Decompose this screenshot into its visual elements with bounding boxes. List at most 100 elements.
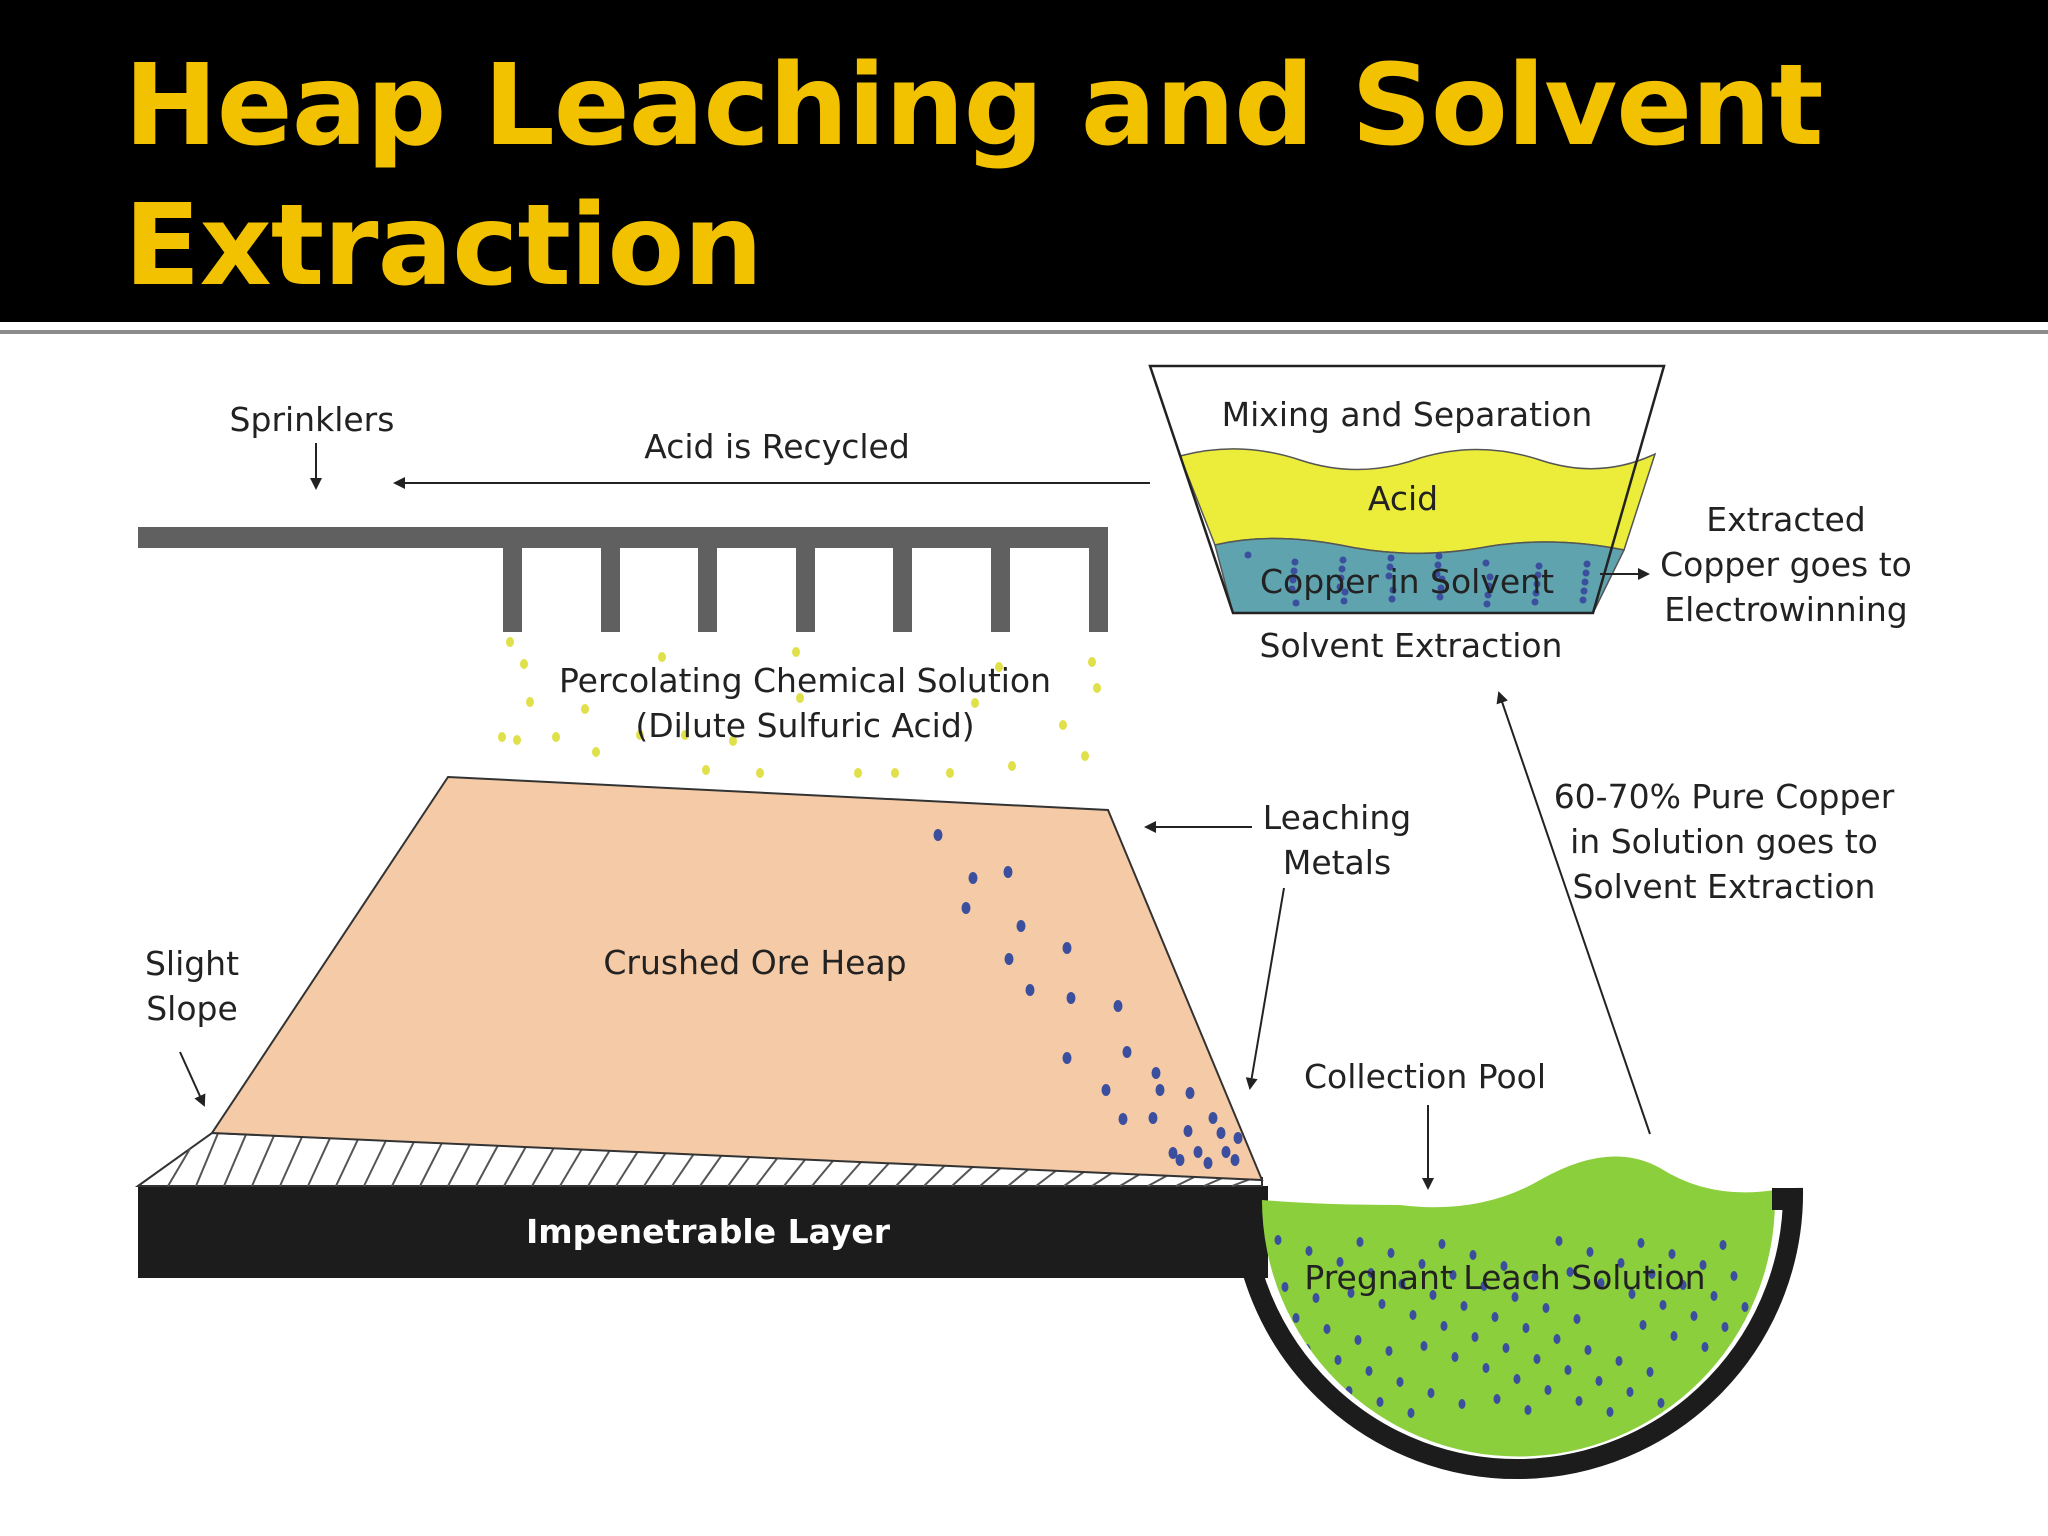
copper-particle [1659, 1300, 1667, 1310]
copper-particle [1337, 574, 1345, 582]
acid-droplet [498, 732, 506, 742]
sprinkler-nozzles [503, 548, 1108, 632]
slope-hatch-line [1035, 1168, 1059, 1187]
slide-title: Heap Leaching and Solvent Extraction [124, 41, 1823, 311]
slight-slope-label-line2: Slope [146, 989, 238, 1028]
copper-particle [1531, 598, 1539, 606]
slope-hatch-line [951, 1164, 975, 1187]
acid-droplet [729, 736, 737, 746]
copper-particle [1595, 1376, 1603, 1386]
copper-particle [1281, 1282, 1289, 1292]
slope-hatch-line [223, 1134, 247, 1187]
acid-droplet [506, 637, 514, 647]
copper-particle [1292, 1313, 1300, 1323]
sprinkler-nozzle [991, 548, 1010, 632]
copper-particle [1460, 1301, 1468, 1311]
copper-particle [1339, 556, 1347, 564]
metal-particle [961, 902, 971, 914]
copper-particle [1573, 1314, 1581, 1324]
mixing-separation-label: Mixing and Separation [1222, 395, 1593, 434]
slope-hatch-line [335, 1138, 359, 1187]
metal-particle [1062, 942, 1072, 954]
copper-particle [1581, 578, 1589, 586]
slope-hatch-line [503, 1145, 527, 1187]
copper-in-solvent-layer [1214, 537, 1626, 614]
copper-particle [1626, 1387, 1634, 1397]
copper-particle [1341, 588, 1349, 596]
sprinkler-nozzle [893, 548, 912, 632]
copper-particle [1690, 1311, 1698, 1321]
copper-particle [1340, 597, 1348, 605]
copper-particle [1639, 1320, 1647, 1330]
copper-in-solvent-label: Copper in Solvent [1260, 562, 1554, 601]
copper-particle [1292, 599, 1300, 607]
acid-droplet [526, 697, 534, 707]
slope-hatch-line [531, 1147, 555, 1187]
acid-droplet [854, 768, 862, 778]
copper-particle [1389, 586, 1397, 594]
acid-droplet [592, 747, 600, 757]
metal-particle [1208, 1112, 1218, 1124]
acid-droplet [971, 698, 979, 708]
acid-droplet [1088, 657, 1096, 667]
metal-particle [1183, 1125, 1193, 1137]
metal-particle [968, 872, 978, 884]
crushed-ore-heap-label: Crushed Ore Heap [603, 943, 906, 982]
sprinkler-nozzle [503, 548, 522, 632]
title-divider [0, 330, 2048, 334]
copper-particle [1294, 1395, 1302, 1405]
impenetrable-layer-label: Impenetrable Layer [526, 1212, 891, 1251]
copper-particle [1336, 583, 1344, 591]
metal-particle [933, 829, 943, 841]
slope-hatch-line [587, 1149, 611, 1187]
copper-particle [1597, 1278, 1605, 1288]
leaching-label-line2: Metals [1283, 843, 1391, 882]
copper-particle [1420, 1341, 1428, 1351]
metal-particle [1185, 1087, 1195, 1099]
copper-particle [1511, 1292, 1519, 1302]
copper-particle [1385, 1346, 1393, 1356]
copper-particle [1458, 1399, 1466, 1409]
acid-droplet [513, 735, 521, 745]
metal-particle [1155, 1084, 1165, 1096]
copper-particle [1290, 567, 1298, 575]
sprinklers-label: Sprinklers [230, 400, 395, 439]
percolating-droplets [498, 637, 1101, 778]
acid-droplet [702, 765, 710, 775]
pure-copper-label-line1: 60-70% Pure Copper [1554, 777, 1895, 816]
copper-particle [1334, 1355, 1342, 1365]
solvent-extraction-label: Solvent Extraction [1260, 626, 1563, 665]
acid-droplet [796, 693, 804, 703]
pregnant-leach-solution [1262, 1156, 1775, 1457]
copper-particle [1575, 1396, 1583, 1406]
copper-particle [1347, 1288, 1355, 1298]
metal-particle [1168, 1147, 1178, 1159]
copper-particle [1440, 1321, 1448, 1331]
slope-hatch-line [615, 1150, 639, 1187]
copper-particle [1580, 587, 1588, 595]
copper-particle [1434, 561, 1442, 569]
slope-hatch-line [447, 1143, 471, 1187]
copper-particle [1484, 591, 1492, 599]
copper-particle [1356, 1237, 1364, 1247]
copper-particle [1657, 1398, 1665, 1408]
slight-slope-label-line1: Slight [145, 944, 239, 983]
copper-particle [1679, 1280, 1687, 1290]
copper-particle [1345, 1386, 1353, 1396]
leaching-metal-dots [933, 829, 1243, 1169]
copper-particle [1407, 1408, 1415, 1418]
copper-particle [1378, 1299, 1386, 1309]
copper-particle [1418, 1259, 1426, 1269]
copper-particle [1480, 1281, 1488, 1291]
copper-particle [1244, 551, 1252, 559]
slope-hatch-line [279, 1136, 303, 1187]
sprinkler-nozzle [1089, 548, 1108, 632]
copper-particle [1336, 1257, 1344, 1267]
slope-hatch-line [783, 1157, 807, 1187]
copper-particle [1701, 1342, 1709, 1352]
copper-particle [1288, 585, 1296, 593]
acid-droplet [792, 647, 800, 657]
metal-particle [1148, 1112, 1158, 1124]
acid-droplet [520, 659, 528, 669]
copper-particle [1398, 1279, 1406, 1289]
